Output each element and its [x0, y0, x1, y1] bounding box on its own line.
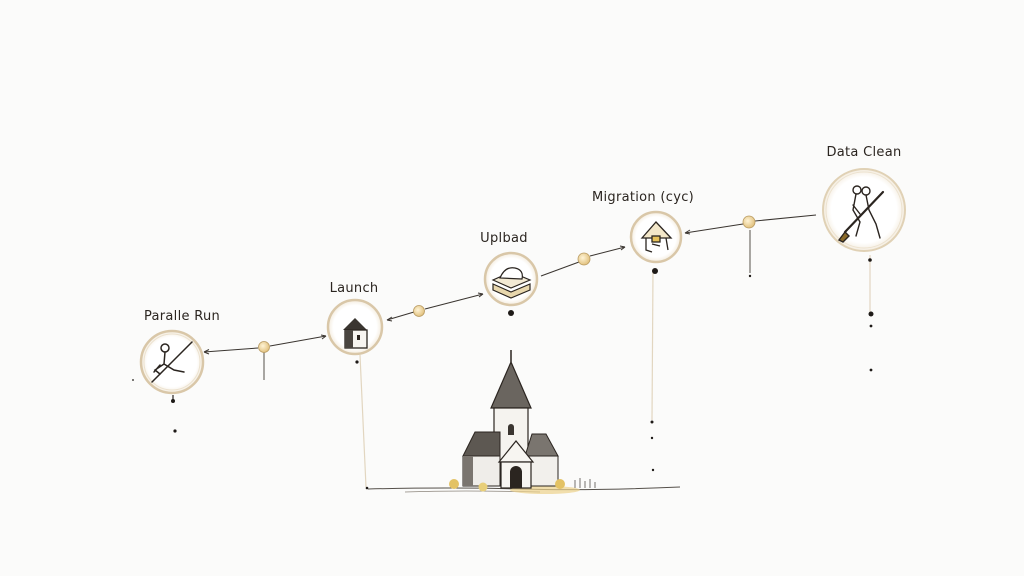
connector-dot-3 — [577, 252, 591, 266]
drop-lines — [172, 230, 871, 488]
small-house-icon — [343, 318, 368, 349]
milestone-launch[interactable] — [326, 298, 384, 356]
milestone-label-migration: Migration (cyc) — [591, 190, 695, 205]
stacked-layers-icon — [491, 267, 532, 299]
milestone-label-data-clean: Data Clean — [826, 145, 902, 160]
milestone-label-launch: Launch — [329, 281, 379, 296]
milestone-label-paralle-run: Paralle Run — [143, 309, 221, 324]
connector-dot-1 — [258, 341, 270, 353]
connector-lines — [203, 214, 817, 355]
milestone-upload[interactable] — [483, 251, 539, 307]
people-broom-icon — [837, 185, 885, 243]
connector-dot-4 — [742, 215, 756, 229]
connector-dots — [258, 215, 756, 353]
milestone-paralle-run[interactable] — [139, 329, 205, 395]
milestone-data-clean[interactable] — [822, 168, 906, 252]
milestone-migration[interactable] — [629, 210, 683, 264]
milestone-label-upload: Uplbad — [480, 231, 528, 246]
ink-dots — [132, 258, 874, 490]
stick-figure-slash-icon — [151, 341, 193, 383]
connector-dot-2 — [413, 305, 425, 317]
church-illustration — [367, 350, 681, 494]
tent-structure-icon — [640, 221, 673, 253]
